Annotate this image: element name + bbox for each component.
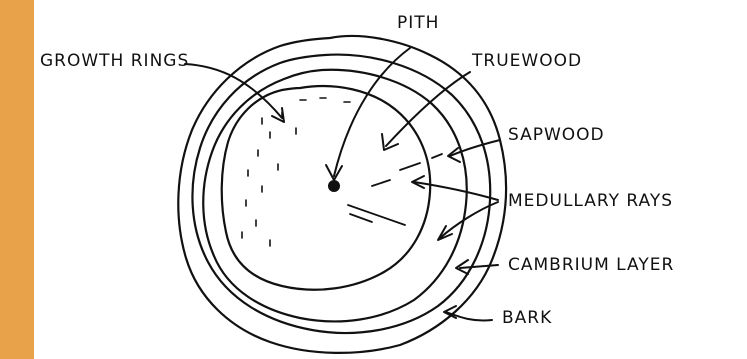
bark-outline <box>178 36 506 353</box>
truewood-label: TRUEWOOD <box>471 51 582 71</box>
growth-ring-dashes <box>242 98 350 246</box>
truewood-outline <box>222 86 430 290</box>
pith-dot <box>328 180 340 192</box>
bark-label: BARK <box>502 308 552 328</box>
growth-rings-label: GROWTH RINGS <box>40 51 189 71</box>
sapwood-outline <box>203 70 467 322</box>
pith-label: PITH <box>397 13 439 33</box>
cambrium-layer-label: CAMBRIUM LAYER <box>508 255 674 275</box>
label-arrows <box>185 48 500 321</box>
sapwood-label: SAPWOOD <box>508 125 605 145</box>
medullary-rays-label: MEDULLARY RAYS <box>508 191 673 211</box>
cambrium-layer-outline <box>192 55 490 333</box>
